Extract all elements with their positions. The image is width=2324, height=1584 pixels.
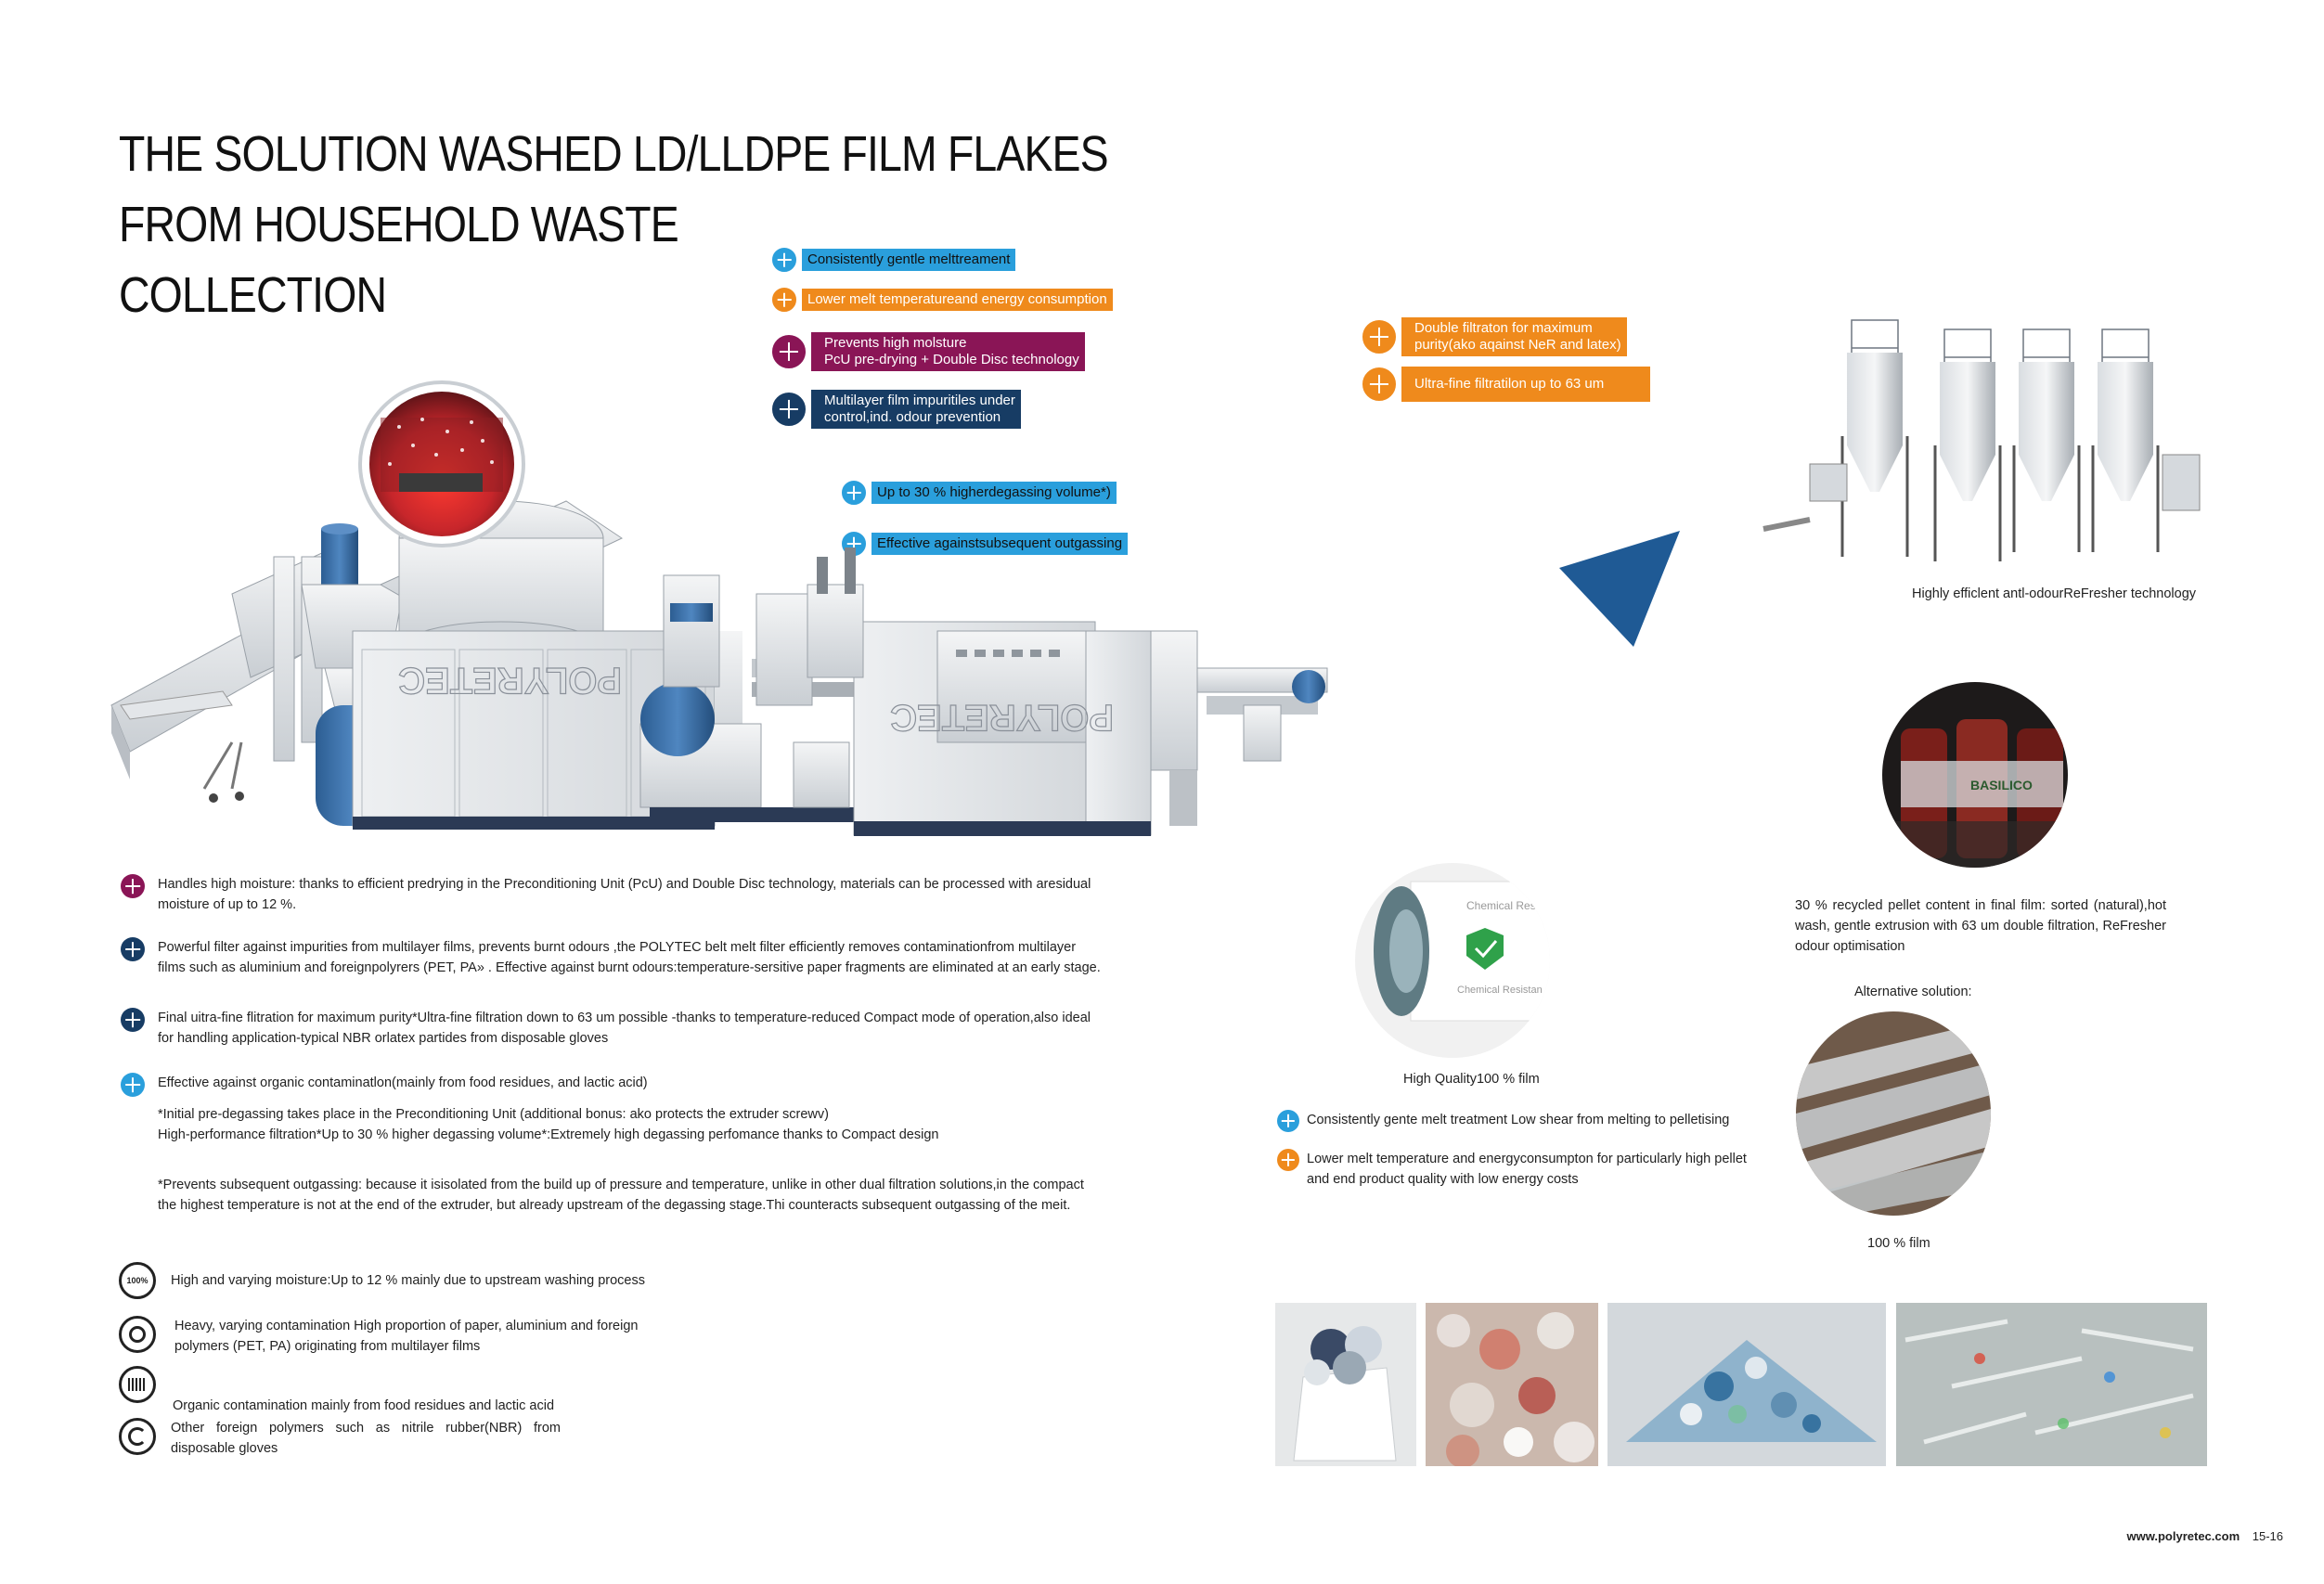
icon-item-organic bbox=[119, 1366, 676, 1403]
footer-website: www.polyretec.com bbox=[2126, 1529, 2240, 1543]
icon-item-moisture: 100% High and varying moisture:Up to 12 … bbox=[119, 1262, 694, 1299]
title-line-3: COLLECTION bbox=[119, 267, 387, 323]
page-title: THE SOLUTION WASHED LD/LLDPE FILM FLAKES… bbox=[119, 119, 1109, 330]
tag-high-moisture: Prevents high molsture PcU pre-drying + … bbox=[770, 332, 1085, 371]
plus-icon bbox=[121, 874, 145, 898]
bullet-organic: Effective against organic contaminatlon(… bbox=[121, 1073, 1104, 1097]
direction-triangle-icon bbox=[1559, 531, 1680, 647]
swirl-icon bbox=[119, 1418, 156, 1455]
plus-icon bbox=[1277, 1149, 1299, 1171]
plus-icon bbox=[121, 1073, 145, 1097]
waste-bag-photo bbox=[1275, 1303, 1416, 1466]
title-line-2: FROM HOUSEHOLD WASTE bbox=[119, 197, 679, 252]
shredded-film-photo bbox=[1896, 1303, 2207, 1466]
bullet-ultra-fine: Final uitra-fine flitration for maximum … bbox=[121, 1008, 1104, 1049]
quality-caption: High Quality100 % film bbox=[1403, 1072, 1540, 1087]
organic-text: Organic contamination mainly from food r… bbox=[173, 1398, 555, 1413]
tag-gentle-melt: Consistently gentle melttreament bbox=[770, 246, 1016, 274]
bullet-lower-melt: Lower melt temperature and energyconsump… bbox=[1277, 1149, 1760, 1190]
plus-icon bbox=[770, 391, 807, 428]
blue-flakes-photo bbox=[1607, 1303, 1886, 1466]
bottles-circle-image: BASILICO bbox=[1882, 682, 2068, 868]
tag-double-filtration: Double filtraton for maximum purity(ako … bbox=[1361, 317, 1627, 356]
tag-outgassing: Effective againstsubsequent outgassing bbox=[840, 530, 1129, 558]
alternative-solution-label: Alternative solution: bbox=[1854, 985, 1972, 999]
film-caption: 100 % film bbox=[1867, 1236, 1930, 1251]
plus-icon bbox=[840, 479, 868, 507]
watermark-text-1: POLYRETEC bbox=[398, 660, 622, 701]
plus-icon bbox=[770, 246, 798, 274]
icon-item-foreign-polymers: Other foreign polymers such as nitrile r… bbox=[119, 1418, 583, 1459]
moisture-badge-icon: 100% bbox=[119, 1262, 156, 1299]
footer-page-numbers: 15-16 bbox=[2252, 1529, 2283, 1543]
plus-icon bbox=[770, 333, 807, 370]
roll-label-bottom: Chemical Resistan bbox=[1457, 985, 1543, 996]
note-outgassing: *Prevents subsequent outgassing: because… bbox=[158, 1178, 1084, 1213]
filter-grid-icon bbox=[119, 1366, 156, 1403]
tag-multilayer: Multilayer film impuritiles under contro… bbox=[770, 390, 1021, 429]
bottle-brand-label: BASILICO bbox=[1970, 778, 2033, 792]
bullet-high-moisture: Handles high moisture: thanks to efficie… bbox=[121, 874, 1104, 915]
refresher-silos-illustration bbox=[1762, 319, 2201, 561]
tag-ultra-fine: Ultra-fine filtratilon up to 63 um bbox=[1361, 366, 1651, 403]
note-pre-degassing: *Initial pre-degassing takes place in th… bbox=[158, 1107, 939, 1142]
bullet-powerful-filter: Powerful filter against impurities from … bbox=[121, 937, 1104, 978]
icon-item-contamination: Heavy, varying contamination High propor… bbox=[119, 1316, 657, 1357]
film-roll-circle-image: Chemical Res Chemical Resistan bbox=[1355, 863, 1550, 1058]
film-field-circle-image bbox=[1796, 1011, 1991, 1216]
mixed-flakes-photo bbox=[1426, 1303, 1598, 1466]
plus-icon bbox=[121, 937, 145, 961]
plus-icon bbox=[1277, 1110, 1299, 1132]
page-footer: www.polyretec.com 15-16 bbox=[2127, 1529, 2283, 1543]
bullet-gentle-melt: Consistently gente melt treatment Low sh… bbox=[1277, 1110, 1760, 1132]
watermark-text-2: POLYRETEC bbox=[890, 697, 1114, 738]
roll-label-top: Chemical Res bbox=[1466, 899, 1536, 912]
plus-icon bbox=[1361, 366, 1398, 403]
plus-icon bbox=[1361, 318, 1398, 355]
title-line-1: THE SOLUTION WASHED LD/LLDPE FILM FLAKES bbox=[119, 126, 1109, 182]
tag-degassing: Up to 30 % higherdegassing volume*) bbox=[840, 479, 1117, 507]
target-icon bbox=[119, 1316, 156, 1353]
tag-lower-melt: Lower melt temperatureand energy consump… bbox=[770, 286, 1113, 314]
refresher-caption: Highly efficlent antl-odourReFresher tec… bbox=[1912, 586, 2197, 601]
plus-icon bbox=[121, 1008, 145, 1032]
recycling-machine-illustration: POLYRETEC POLYRETEC bbox=[110, 380, 1328, 836]
pellet-description: 30 % recycled pellet content in final fi… bbox=[1795, 898, 2166, 954]
plus-icon bbox=[770, 286, 798, 314]
